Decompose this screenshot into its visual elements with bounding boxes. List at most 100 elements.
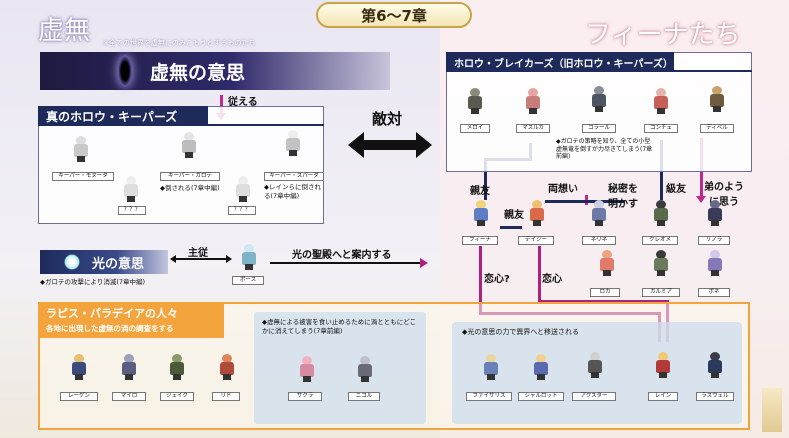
pose-label: ポース [232,276,264,285]
relation-love-q: 恋心? [484,274,510,285]
divel-label: ディベル [700,124,734,133]
sakura-sprite [296,356,318,382]
relation-friend2: 親友 [504,210,524,221]
light-will-banner: 光の意思 [40,250,168,274]
conche-sprite [650,88,672,114]
fina-sprite [470,200,492,226]
rain-sprite [652,352,674,378]
master-servant-line [175,258,227,260]
regen-label: レーゲン [60,392,98,401]
lasswell-sprite [704,352,726,378]
axter-sprite [584,352,606,378]
true-keepers-header: 真のホロウ・キーパーズ [38,106,208,126]
nerine-label: ネリネ [582,236,616,245]
keeper-garote-label: キーパー・ガロテ [160,172,220,181]
nicole-sprite [354,356,376,382]
mylo-label: マイロ [112,392,146,401]
keeper-monuta-label: キーパー・モヌータ [52,172,114,181]
relation-like-brother: 弟のように思う [704,182,744,208]
pose-sprite [238,244,260,270]
roka-label: ロカ [590,288,620,297]
lapis-subtitle: 各地に出現した虚無の渦の調査をする [46,324,174,333]
relation-classmate: 級友 [666,184,686,195]
enemy-arrow [348,130,432,160]
hollow-breakers-panel [446,52,752,172]
guide-label: 光の聖殿へと案内する [292,250,392,261]
lapis-header: ラピス・パラデイアの人々 各地に出現した虚無の渦の調査をする [38,302,224,338]
rinora-sprite [704,200,726,226]
choral-sprite [588,86,610,112]
chapter-label: 第6～7章 [316,2,472,28]
meloi-sprite [464,88,486,114]
jake-sprite [166,354,188,380]
void-will-banner: 虚無の意思 [40,52,390,90]
pone-label: ポネ [698,288,730,297]
hollow-breakers-header: ホロウ・ブレイカーズ（旧ホロウ・キーパーズ） [446,52,674,72]
lapis-title: ラピス・パラデイアの人々 [46,307,178,320]
fina-label: フィーナ [462,236,498,245]
nicole-label: ニコル [348,392,380,401]
keeper-spada-label: キーパー・スパーダ [264,172,324,181]
pone-sprite [704,250,726,276]
calmia-sprite [650,250,672,276]
cleome-label: クレオメ [642,236,678,245]
lasswell-label: ラスウェル [696,392,734,401]
keeper-garote-sprite [178,132,200,158]
enemy-label: 敵対 [372,110,403,128]
master-servant-arrow-left [170,255,176,263]
meloi-label: メロイ [460,124,490,133]
right-title: フィーナたち [585,20,741,50]
daisy-sprite [526,200,548,226]
physalis-sprite [480,354,502,380]
keeper-monuta-sprite [70,136,92,162]
rid-sprite [216,354,238,380]
calmia-label: カルミア [642,288,680,297]
daisy-label: デイジー [518,236,554,245]
conche-label: コンチェ [644,124,678,133]
relation-mutual: 両想い [548,184,578,195]
masruka-label: マスルカ [516,124,550,133]
rid-label: リド [212,392,240,401]
void-will-label: 虚無の意思 [150,62,246,84]
void-portal-icon [118,55,132,87]
charlotte-sprite [530,354,552,380]
gold-corner-ornament [762,388,782,432]
masruka-sprite [522,88,544,114]
hollow-breakers-note: ◆ガロテの策略を知り、全ての小型虚無竜を倒すが力尽きてしまう(7章前編) [556,138,653,160]
guide-line [270,262,422,264]
nerine-sprite [588,200,610,226]
relation-love: 恋心 [542,274,562,285]
light-will-label: 光の意思 [92,257,145,272]
light-orb-icon [64,254,80,270]
regen-sprite [68,354,90,380]
unknown1-label: ？？？ [118,206,146,215]
transfer-note: ◆光の意思の力で異界へと移送される [462,328,580,336]
love-line-h [538,300,668,303]
love-line-v [538,246,541,302]
relation-secret: 秘密を明かす [608,184,638,210]
relation-friend1: 親友 [470,186,490,197]
unknown2-label: ？？？ [228,206,256,215]
choral-label: コラール [582,124,616,133]
sakura-label: サクラ [288,392,322,401]
friend2-line [500,226,522,229]
unknown1-sprite [120,176,142,202]
obey-label: 従える [228,97,258,108]
jake-label: ジェイク [160,392,194,401]
friend1-line-v [484,158,487,200]
guide-arrowhead [420,258,428,268]
keeper-spada-note: ◆レインらに倒される(7章中編) [264,183,321,200]
rinora-label: リノラ [698,236,730,245]
keeper-garote-note: ◆倒される(7章中編) [160,184,220,192]
keeper-spada-sprite [282,130,304,156]
roka-sprite [596,250,618,276]
mylo-sprite [118,354,140,380]
physalis-label: ファイサリス [466,392,512,401]
light-will-note: ◆ガロテの攻撃により消滅(7章中編) [40,278,146,286]
left-subtitle: ※全ての世界を虚無にのみこもうとするものたち [103,39,256,47]
divel-sprite [706,86,728,112]
left-title: 虚無 [38,16,91,46]
unknown2-sprite [232,176,254,202]
cleome-sprite [650,200,672,226]
charlotte-label: シャルロット [518,392,564,401]
